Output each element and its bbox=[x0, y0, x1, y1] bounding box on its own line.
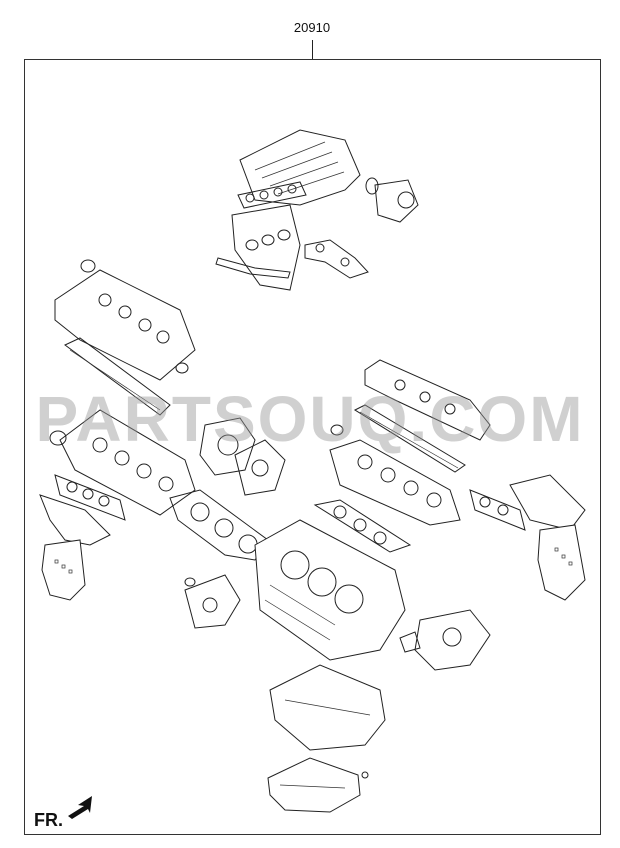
upper-oil-pan[interactable] bbox=[269, 664, 386, 751]
right-exhaust-manifold[interactable] bbox=[509, 474, 586, 531]
left-cover-gasket[interactable] bbox=[64, 337, 171, 416]
right-cylinder-head-cover[interactable] bbox=[364, 359, 491, 441]
right-catalytic-converter[interactable] bbox=[537, 524, 586, 601]
left-catalytic-converter[interactable] bbox=[41, 539, 86, 601]
leader-line bbox=[312, 40, 313, 60]
right-cover-gasket[interactable] bbox=[330, 404, 466, 473]
water-pump-gasket[interactable] bbox=[234, 439, 286, 496]
throttle-body[interactable] bbox=[365, 177, 419, 223]
left-exhaust-manifold[interactable] bbox=[39, 494, 111, 546]
front-label: FR. bbox=[34, 810, 63, 830]
left-cylinder-head-cover[interactable] bbox=[54, 259, 196, 381]
right-exhaust-gasket[interactable] bbox=[469, 489, 526, 531]
plenum-gasket[interactable] bbox=[304, 239, 369, 279]
intake-manifold[interactable] bbox=[231, 129, 361, 291]
water-outlet[interactable] bbox=[399, 609, 491, 671]
front-arrow-icon bbox=[68, 796, 92, 819]
diagram-frame bbox=[24, 59, 601, 835]
left-exhaust-gasket[interactable] bbox=[54, 474, 126, 521]
part-number-label[interactable]: 20910 bbox=[293, 20, 331, 35]
left-cylinder-head[interactable] bbox=[49, 409, 196, 516]
water-pump[interactable] bbox=[199, 417, 256, 476]
right-head-gasket[interactable] bbox=[313, 499, 412, 553]
intake-gasket-set[interactable] bbox=[215, 181, 307, 279]
left-head-gasket[interactable] bbox=[169, 489, 269, 561]
right-cylinder-head[interactable] bbox=[329, 439, 461, 526]
lower-oil-pan[interactable] bbox=[267, 757, 369, 813]
oil-pump[interactable] bbox=[184, 574, 241, 629]
cylinder-block[interactable] bbox=[254, 519, 406, 661]
